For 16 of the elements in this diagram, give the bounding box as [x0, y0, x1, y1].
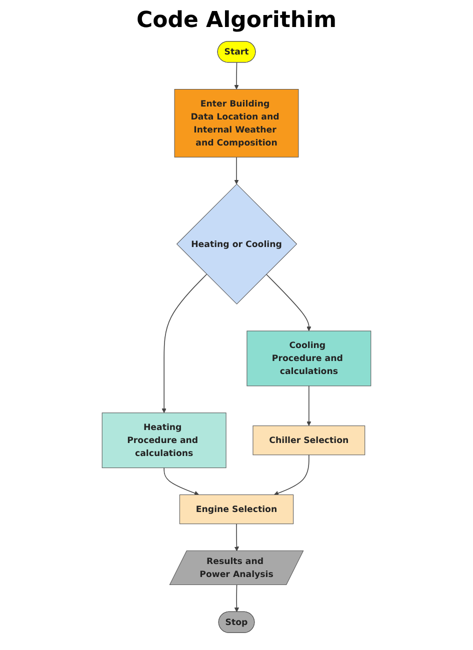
node-box: Cooling Procedure and calculations	[246, 330, 372, 386]
arrow	[234, 156, 239, 184]
diagram-title: Code Algorithim	[135, 8, 338, 33]
node-box: Engine Selection	[179, 494, 294, 524]
node-box: Chiller Selection	[252, 426, 366, 456]
arrow	[306, 386, 312, 426]
node-box: Enter Building Data Location and Internal Weather and Composition	[174, 89, 299, 158]
arrow	[162, 274, 208, 414]
arrow	[234, 584, 240, 612]
arrow	[234, 523, 240, 552]
node-box: Heating Procedure and calculations	[102, 412, 226, 468]
node-diamond: Heating or Cooling	[176, 184, 298, 304]
arrow	[164, 467, 200, 496]
arrow	[274, 454, 310, 496]
arrow	[266, 274, 312, 332]
arrow	[234, 62, 239, 90]
